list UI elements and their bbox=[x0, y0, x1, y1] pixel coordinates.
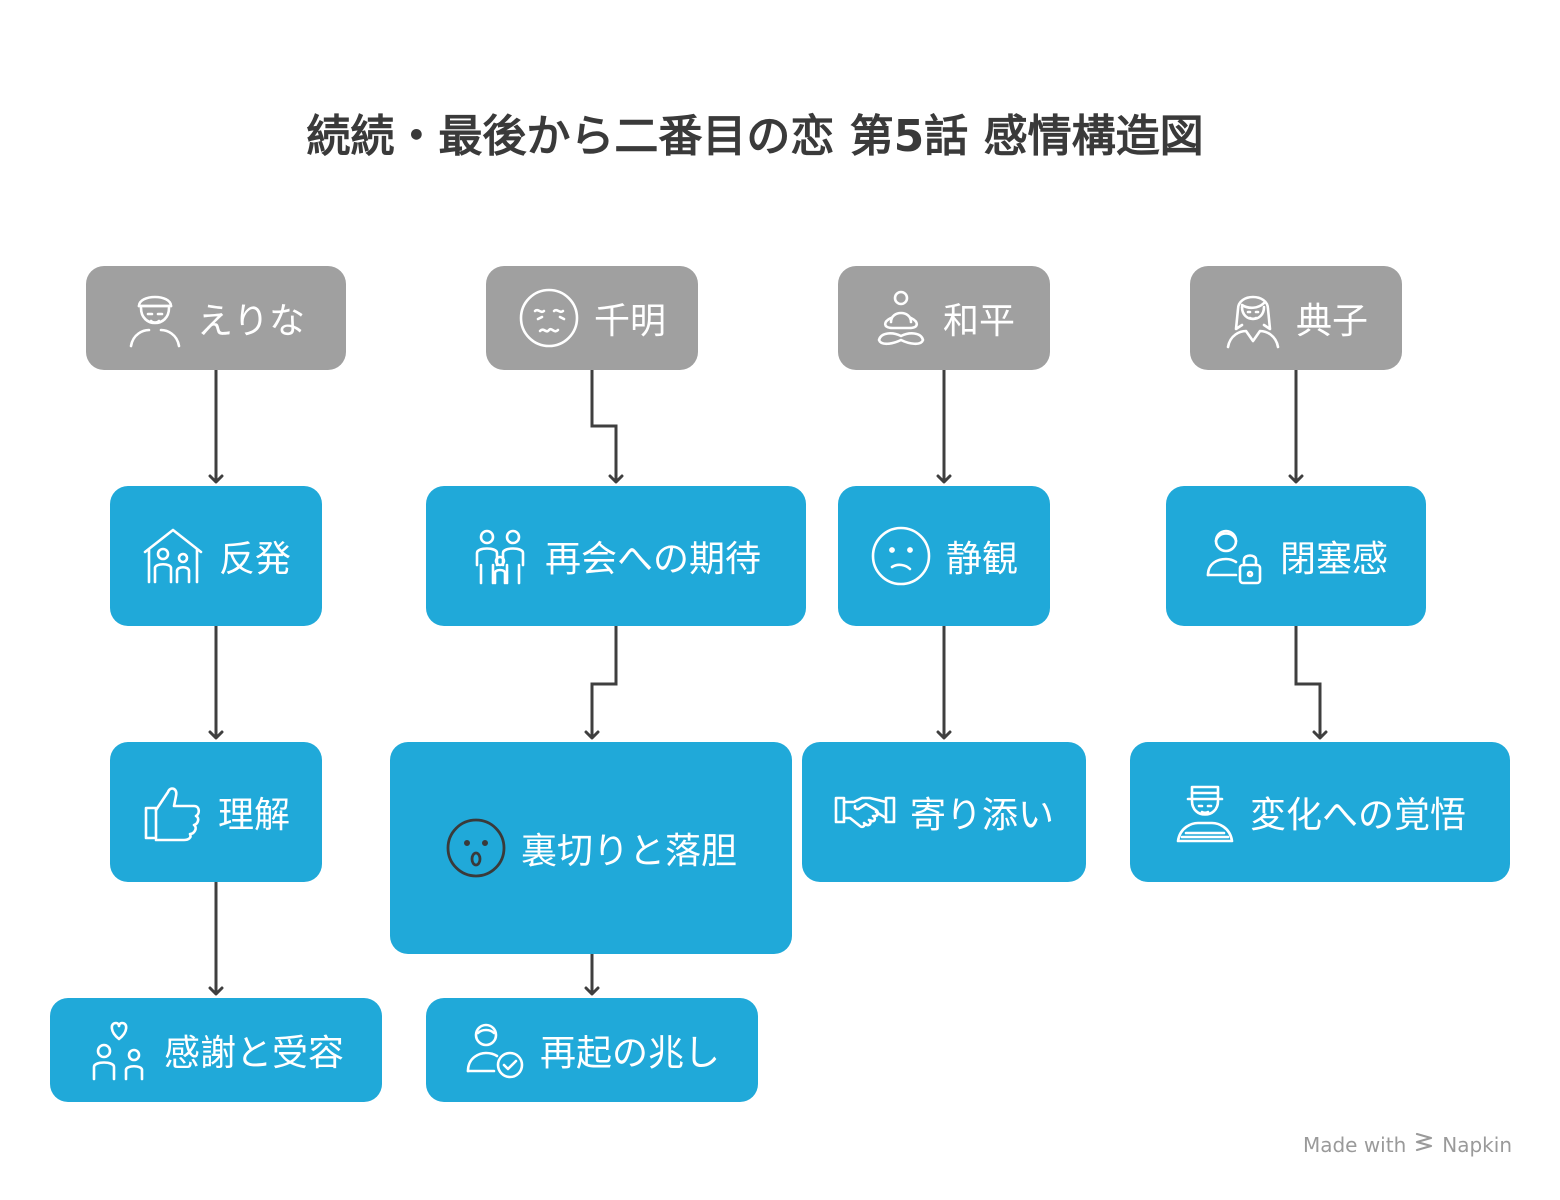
character-label: えりな bbox=[196, 301, 305, 342]
emotion-label: 反発 bbox=[218, 539, 291, 580]
shocked-face-icon bbox=[445, 817, 507, 879]
emotion-box-hanpatsu: 反発 bbox=[110, 486, 322, 626]
emotion-box-kakugo: 変化への覚悟 bbox=[1130, 742, 1510, 882]
bandana-face-icon bbox=[127, 288, 183, 348]
footer-text: Made with bbox=[1302, 1132, 1407, 1157]
emotion-box-saiki: 再起の兆し bbox=[426, 998, 758, 1102]
people-group-icon bbox=[471, 525, 531, 587]
emotion-box-seikan: 静観 bbox=[838, 486, 1050, 626]
emotion-label: 変化への覚悟 bbox=[1249, 795, 1466, 836]
character-label: 千明 bbox=[593, 301, 666, 342]
person-hat-icon bbox=[1174, 781, 1236, 843]
emotion-label: 閉塞感 bbox=[1279, 539, 1388, 580]
footer-brand: Napkin bbox=[1442, 1132, 1512, 1157]
arrow-noriko-2 bbox=[1294, 626, 1328, 740]
character-label: 和平 bbox=[942, 301, 1015, 342]
emotion-box-rikai: 理解 bbox=[110, 742, 322, 882]
emotion-label: 再会への期待 bbox=[544, 539, 761, 580]
handshake-icon bbox=[834, 792, 896, 832]
character-box-erina: えりな bbox=[86, 266, 346, 370]
emotion-label: 理解 bbox=[217, 795, 290, 836]
napkin-logo-icon bbox=[1414, 1131, 1434, 1158]
emotion-box-heisoku: 閉塞感 bbox=[1166, 486, 1426, 626]
family-house-icon bbox=[141, 526, 205, 586]
character-label: 典子 bbox=[1295, 301, 1368, 342]
character-box-chiaki: 千明 bbox=[486, 266, 698, 370]
page-title: 続続・最後から二番目の恋 第5話 感情構造図 bbox=[306, 111, 1204, 162]
heart-people-icon bbox=[88, 1019, 150, 1081]
character-box-noriko: 典子 bbox=[1190, 266, 1402, 370]
emotion-label: 再起の兆し bbox=[539, 1033, 720, 1074]
emotion-label: 静観 bbox=[945, 539, 1018, 580]
user-check-icon bbox=[464, 1019, 526, 1081]
tired-face-icon bbox=[518, 287, 580, 349]
emotion-label: 感謝と受容 bbox=[163, 1033, 344, 1074]
arrow-chiaki-2 bbox=[584, 626, 618, 740]
confused-face-icon bbox=[870, 525, 932, 587]
napkin-credit: Made with Napkin bbox=[1303, 1131, 1512, 1158]
meditation-icon bbox=[873, 288, 929, 348]
woman-long-hair-icon bbox=[1224, 287, 1282, 349]
emotion-box-saikai: 再会への期待 bbox=[426, 486, 806, 626]
emotion-label: 裏切りと落胆 bbox=[520, 831, 737, 872]
emotion-box-yorisoi: 寄り添い bbox=[802, 742, 1086, 882]
emotion-box-kansha: 感謝と受容 bbox=[50, 998, 382, 1102]
character-box-wahei: 和平 bbox=[838, 266, 1050, 370]
emotion-box-uragiri: 裏切りと落胆 bbox=[390, 742, 792, 954]
thumbs-up-icon bbox=[142, 782, 204, 842]
arrow-chiaki-1 bbox=[590, 370, 624, 484]
emotion-label: 寄り添い bbox=[909, 795, 1054, 836]
user-lock-icon bbox=[1204, 525, 1266, 587]
